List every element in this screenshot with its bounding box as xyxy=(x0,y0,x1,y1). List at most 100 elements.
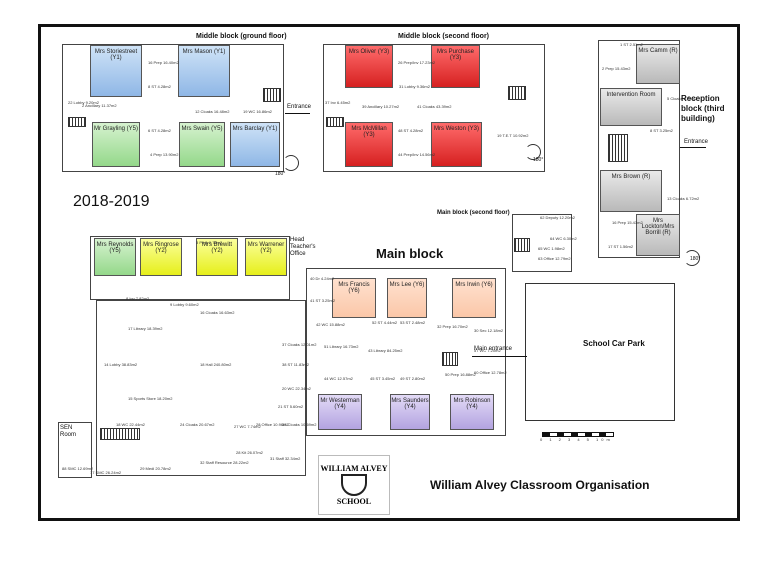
label-st-12: 38 ST 11.83m2 xyxy=(282,362,309,367)
label-cloaks-8: 33 Cloaks 10.69m2 xyxy=(282,422,317,427)
sen-room-label: SEN Room xyxy=(60,425,77,438)
label-wc-2: 65 WC 1.98m2 xyxy=(538,246,565,251)
room-swain: Mrs Swain (Y5) xyxy=(179,122,225,167)
label-cloaks-4: 13 Cloaks 6.72m2 xyxy=(667,196,700,201)
label-cloaks-7: 24 Cloaks 20.67m2 xyxy=(180,422,215,427)
label-st-5: 8 ST 3.25m2 xyxy=(650,128,673,133)
label-office: 63 Office 12.79m2 xyxy=(538,256,571,261)
room-camm: Mrs Camm (R) xyxy=(636,44,680,84)
room-warrener: Mrs Warrener (Y2) xyxy=(245,238,287,276)
label-st-7: 41 ST 3.25m2 xyxy=(310,298,336,303)
label-sports-store: 15 Sports Store 18.20m2 xyxy=(128,396,173,401)
label-prep-inv: 26 Prep/Inv 17.23m2 xyxy=(398,60,436,65)
label-st-11: 49 ST 2.80m2 xyxy=(400,376,426,381)
label-inv-2: 8 Inv 7.82m2 xyxy=(126,296,150,301)
label-wc-8: 27 WC 7.74m2 xyxy=(234,424,261,429)
room-francis: Mrs Francis (Y6) xyxy=(332,278,376,318)
label-prep-3: 2 Prep 15.43m2 xyxy=(602,66,631,71)
label-wc-4: 42 WC 15.88m2 xyxy=(316,322,345,327)
label-prep-6: 32 Prep 16.70m2 xyxy=(437,324,468,329)
room-intervention: Intervention Room xyxy=(600,88,662,126)
stairs xyxy=(508,86,526,100)
label-wc: 19 WC 16.86m2 xyxy=(243,109,272,114)
entrance-arrow xyxy=(285,113,310,114)
label-st: 8 ST 4.28m2 xyxy=(148,84,171,89)
room-oliver: Mrs Oliver (Y3) xyxy=(345,45,393,88)
page-frame xyxy=(38,24,740,521)
stairs xyxy=(100,428,140,440)
middle-block-second-heading: Middle block (second floor) xyxy=(398,33,490,40)
compass-icon xyxy=(283,155,299,171)
label-office-3: 28 Office 10.96m2 xyxy=(256,422,289,427)
room-brown: Mrs Brown (R) xyxy=(600,170,662,212)
label-st-10: 45 ST 3.45m2 xyxy=(370,376,396,381)
label-st-13: 21 ST 5.60m2 xyxy=(278,404,304,409)
middle-block-ground-heading: Middle block (ground floor) xyxy=(196,33,287,40)
label-library: 51 Library 16.73m2 xyxy=(324,344,359,349)
room-brewitt: Mrs Brewitt (Y2) xyxy=(196,238,238,276)
main-hall-wing-outline xyxy=(96,300,306,476)
logo-bottom-text: SCHOOL xyxy=(336,497,372,506)
label-tet: 19 T.E.T 10.92m2 xyxy=(497,133,529,138)
label-kit: 28 Kit 26.07m2 xyxy=(236,450,263,455)
label-prep-2: 4 Prep 13.90m2 xyxy=(150,152,179,157)
label-inv: 37 Inv 6.45m2 xyxy=(325,100,351,105)
middle-second-outline xyxy=(323,44,545,172)
main-block-heading: Main block xyxy=(376,246,444,261)
label-prep: 16 Prep 16.40m2 xyxy=(148,60,179,65)
school-logo: WILLIAM ALVEY SCHOOL xyxy=(318,455,390,515)
label-medi: 29 Medi 20.78m2 xyxy=(140,466,171,471)
label-dr: 40 Dr 4.24m2 xyxy=(310,276,335,281)
stairs xyxy=(263,88,281,102)
label-lobby-3: 9 Lobby 9.60m2 xyxy=(170,302,199,307)
room-lee: Mrs Lee (Y6) xyxy=(387,278,427,318)
room-ringrose: Mrs Ringrose (Y2) xyxy=(140,238,182,276)
label-smc: 88 SMC 12.69m2 xyxy=(62,466,94,471)
label-library-3: 17 Library 18.39m2 xyxy=(128,326,163,331)
stairs xyxy=(442,352,458,366)
label-hall: 18 Hall 240.80m2 xyxy=(200,362,232,367)
label-ancillary-2: 39 Ancillary 10.27m2 xyxy=(362,104,400,109)
label-staff: 31 Staff 32.34m2 xyxy=(270,456,301,461)
stairs xyxy=(514,238,530,252)
sen-room-outline xyxy=(58,422,92,478)
label-cloaks-3: 5 Cloaks 8.72m2 xyxy=(667,96,698,101)
scale-label: 0 1 2 3 4 5 10m xyxy=(540,437,613,442)
label-ancillary: 2 Ancillary 11.37m2 xyxy=(82,103,117,108)
label-wc-6: 44 WC 12.57m2 xyxy=(324,376,353,381)
label-st-8: 52 ST 4.44m2 xyxy=(372,320,398,325)
entrance-label: Entrance xyxy=(287,104,312,110)
compass-label: 180° xyxy=(533,157,544,163)
label-cloaks-6: 37 Cloaks 12.01m2 xyxy=(282,342,317,347)
room-barclay: Mrs Barclay (Y1) xyxy=(230,122,280,167)
main-east-wing-outline xyxy=(306,268,506,436)
year-heading: 2018-2019 xyxy=(73,193,150,210)
label-deputy: 62 Deputy 12.20m2 xyxy=(540,215,575,220)
label-wc-9: 18 WC 22.44m2 xyxy=(116,422,145,427)
label-library-2: 43 Library 84.25m2 xyxy=(368,348,403,353)
logo-top-text: WILLIAM ALVEY xyxy=(320,464,388,473)
car-park-area xyxy=(525,283,675,421)
room-lockton: Mrs Lockton/Mrs Borrill (R) xyxy=(636,214,680,256)
compass-label: 180° xyxy=(690,256,701,262)
label-lobby: 22 Lobby 9.20m2 xyxy=(68,100,99,105)
room-mcmillan: Mrs McMillan (Y3) xyxy=(345,122,393,167)
label-wc-3: 64 WC 6.30m2 xyxy=(550,236,577,241)
stairs xyxy=(326,117,344,127)
main-entrance-arrow xyxy=(472,356,527,357)
crest-icon xyxy=(341,474,367,496)
room-saunders: Mrs Saunders (Y4) xyxy=(390,394,430,430)
compass-label: 180° xyxy=(275,171,286,177)
label-cloaks: 12 Cloaks 16.48m2 xyxy=(195,109,230,114)
label-wc-5: 57 WC 7.20m2 xyxy=(474,348,501,353)
room-weston: Mrs Weston (Y3) xyxy=(431,122,482,167)
label-prep-inv-2: 44 Prep/Inv 14.56m2 xyxy=(398,152,436,157)
label-st-9: 53 ST 2.48m2 xyxy=(400,320,426,325)
car-park-label: School Car Park xyxy=(583,339,645,348)
room-westerman: Mr Westerman (Y4) xyxy=(318,394,362,430)
label-lobby-2: 31 Lobby 9.36m2 xyxy=(399,84,430,89)
label-st-3: 48 ST 4.28m2 xyxy=(398,128,424,133)
main-block-second-floor-heading: Main block (second floor) xyxy=(437,210,510,216)
label-sec: 30 Sec 12.18m2 xyxy=(474,328,504,333)
main-second-outline xyxy=(512,214,572,272)
